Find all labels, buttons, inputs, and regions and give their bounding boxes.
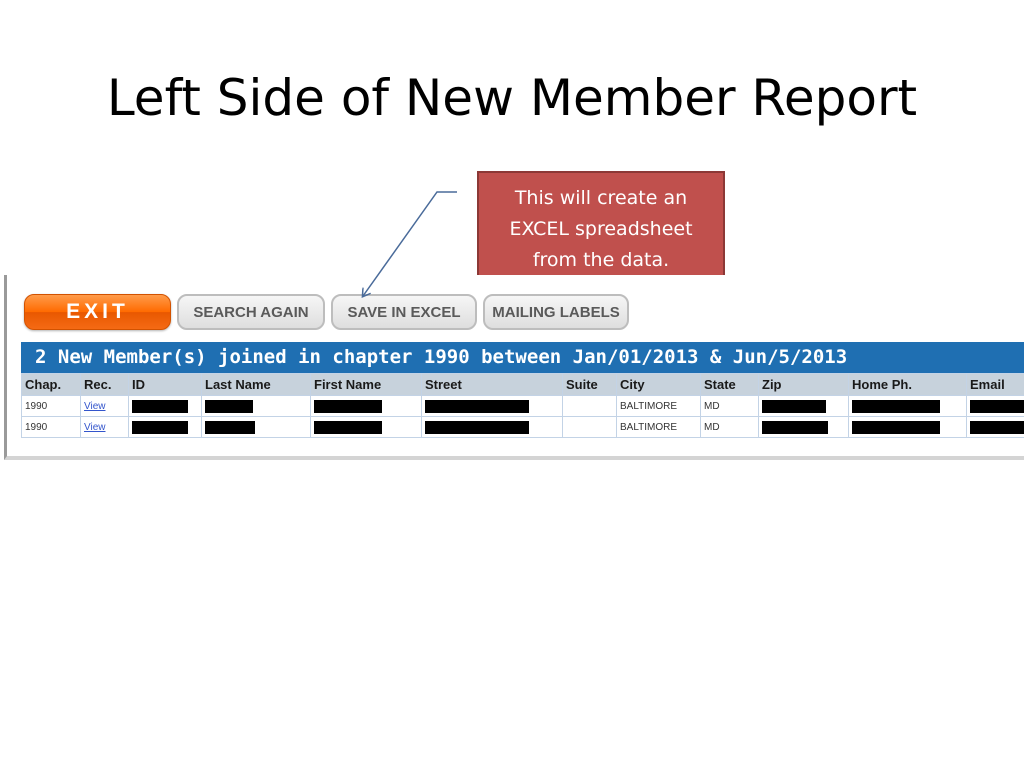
column-header-first-name[interactable]: First Name [310, 373, 422, 396]
column-header-street[interactable]: Street [421, 373, 563, 396]
redacted-email [970, 399, 1024, 413]
redacted-home-phone [852, 399, 940, 413]
cell-suite [562, 416, 617, 438]
cell-city: BALTIMORE [616, 395, 701, 417]
redacted-email [970, 420, 1024, 434]
redacted-last-name [205, 420, 255, 434]
redacted-street [425, 399, 529, 413]
mailing-labels-button[interactable]: MAILING LABELS [483, 294, 629, 330]
members-table: Chap. Rec. ID Last Name First Name Stree… [21, 373, 1024, 438]
slide-title: Left Side of New Member Report [106, 69, 918, 127]
redacted-zip [762, 420, 828, 434]
redacted-first-name [314, 420, 382, 434]
table-row: 1990 View BALTIMORE MD [21, 395, 1024, 417]
save-in-excel-button[interactable]: SAVE IN EXCEL [331, 294, 477, 330]
view-record-link[interactable]: View [84, 421, 106, 433]
column-header-rec[interactable]: Rec. [80, 373, 129, 396]
column-header-city[interactable]: City [616, 373, 701, 396]
redacted-zip [762, 399, 826, 413]
cell-chap: 1990 [21, 395, 81, 417]
report-screenshot: EXIT SEARCH AGAIN SAVE IN EXCEL MAILING … [4, 275, 1024, 460]
redacted-street [425, 420, 529, 434]
callout-line-2: EXCEL spreadsheet [509, 218, 693, 240]
search-again-button[interactable]: SEARCH AGAIN [177, 294, 325, 330]
column-header-home-phone[interactable]: Home Ph. [848, 373, 967, 396]
callout-line-1: This will create an [514, 187, 688, 209]
cell-chap: 1990 [21, 416, 81, 438]
column-header-zip[interactable]: Zip [758, 373, 849, 396]
column-header-suite[interactable]: Suite [562, 373, 617, 396]
cell-suite [562, 395, 617, 417]
callout-line-3: from the data. [532, 249, 670, 271]
exit-button[interactable]: EXIT [24, 294, 171, 330]
column-header-last-name[interactable]: Last Name [201, 373, 311, 396]
report-header: 2 New Member(s) joined in chapter 1990 b… [21, 342, 1024, 373]
column-header-chap[interactable]: Chap. [21, 373, 81, 396]
redacted-id [132, 399, 188, 413]
column-header-email[interactable]: Email [966, 373, 1024, 396]
table-header-row: Chap. Rec. ID Last Name First Name Stree… [21, 373, 1024, 396]
redacted-home-phone [852, 420, 940, 434]
cell-state: MD [700, 395, 759, 417]
table-row: 1990 View BALTIMORE MD [21, 416, 1024, 438]
column-header-id[interactable]: ID [128, 373, 202, 396]
view-record-link[interactable]: View [84, 400, 106, 412]
callout-box: This will create an EXCEL spreadsheet fr… [477, 171, 725, 283]
column-header-state[interactable]: State [700, 373, 759, 396]
redacted-last-name [205, 399, 253, 413]
redacted-first-name [314, 399, 382, 413]
redacted-id [132, 420, 188, 434]
cell-state: MD [700, 416, 759, 438]
cell-city: BALTIMORE [616, 416, 701, 438]
